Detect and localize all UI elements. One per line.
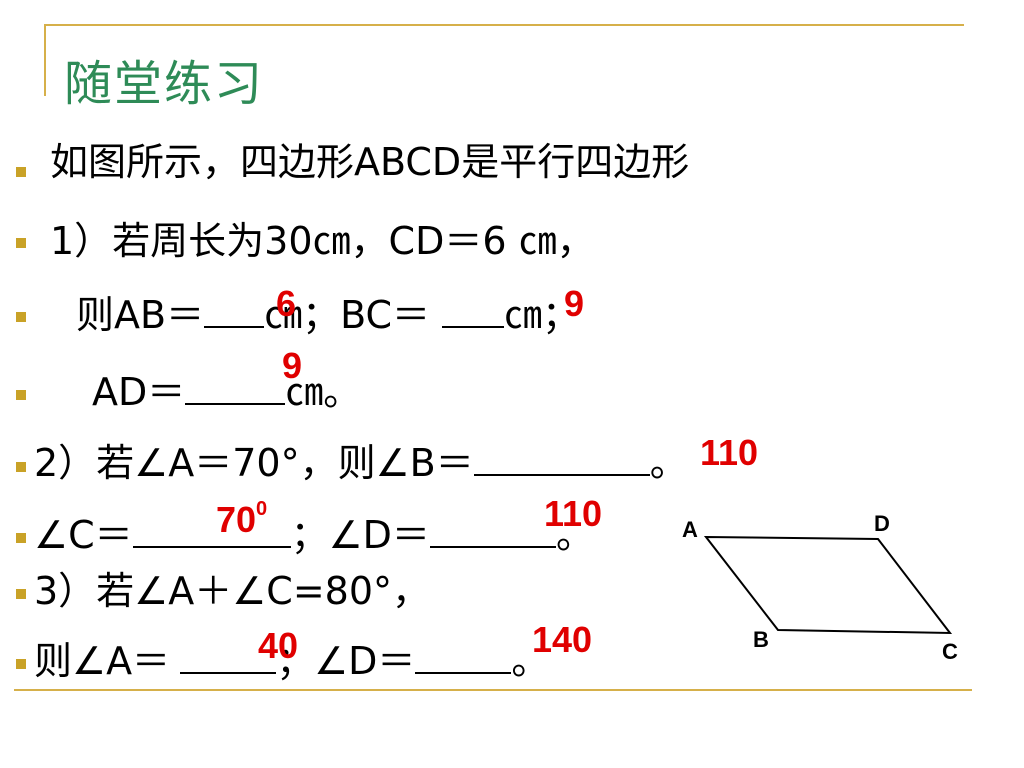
answer-ab: 6 xyxy=(276,283,297,324)
bullet-square-icon xyxy=(16,312,26,322)
line-6-part-a: ∠C＝ xyxy=(34,513,133,557)
line-8: 则∠A＝ ；∠D＝ 。 xyxy=(34,642,549,680)
bullet-square-icon xyxy=(16,533,26,543)
blank-angle-a xyxy=(180,642,277,674)
line-4-part-a: AD＝ xyxy=(92,370,186,414)
line-5-part-b: 。 xyxy=(649,441,688,485)
line-3-part-a: 则AB＝ xyxy=(76,293,205,337)
line-4: AD＝ ㎝。 xyxy=(92,373,361,411)
line-3-part-b: ㎝；BC＝ xyxy=(264,293,431,337)
parallelogram-diagram: A D B C xyxy=(682,511,958,664)
bullet-square-icon xyxy=(16,238,26,248)
answer-angle-d: 110 xyxy=(544,493,603,534)
blank-angle-d-2 xyxy=(415,642,512,674)
line-6: ∠C＝ ；∠D＝ 。 xyxy=(34,516,594,554)
slide-title: 随堂练习 xyxy=(64,56,265,112)
answer-angle-a: 40 xyxy=(258,625,299,666)
answer-angle-d-2: 140 xyxy=(532,619,593,660)
line-5-part-a: 2）若∠A＝70°，则∠B＝ xyxy=(34,441,474,485)
line-1: 如图所示，四边形ABCD是平行四边形 xyxy=(50,140,690,184)
blank-angle-c xyxy=(132,516,291,548)
vertex-label-c: C xyxy=(942,639,958,664)
blank-angle-b xyxy=(473,444,650,476)
line-3-part-c: ㎝； xyxy=(504,293,581,337)
answer-bc: 9 xyxy=(564,283,585,324)
blank-bc xyxy=(442,296,505,328)
answer-angle-c-value: 70 xyxy=(216,499,257,540)
blank-ad xyxy=(185,373,286,405)
frame-bottom-border xyxy=(14,689,972,691)
answer-angle-b: 110 xyxy=(700,432,759,473)
answer-ad: 9 xyxy=(282,345,303,386)
line-3: 则AB＝ ㎝；BC＝ ㎝； xyxy=(76,296,580,334)
line-4-part-b: ㎝。 xyxy=(285,370,362,414)
line-7: 3）若∠A＋∠C=80°， xyxy=(34,569,431,613)
frame-left-border xyxy=(44,24,46,96)
line-6-part-b: ；∠D＝ xyxy=(290,513,430,557)
blank-angle-d xyxy=(429,516,556,548)
bullet-square-icon xyxy=(16,390,26,400)
vertex-label-a: A xyxy=(682,517,698,542)
bullet-square-icon xyxy=(16,659,26,669)
line-8-part-b: ；∠D＝ xyxy=(276,639,416,683)
bullet-square-icon xyxy=(16,462,26,472)
vertex-label-b: B xyxy=(753,627,769,652)
answer-angle-c-degree: 0 xyxy=(256,498,268,520)
line-8-part-c: 。 xyxy=(511,639,550,683)
frame-top-border xyxy=(44,24,964,26)
parallelogram-shape xyxy=(703,535,953,635)
answer-angle-c: 700 xyxy=(216,499,267,540)
vertex-label-d: D xyxy=(874,511,890,536)
line-6-part-c: 。 xyxy=(555,513,594,557)
line-8-part-a: 则∠A＝ xyxy=(34,639,171,683)
blank-ab xyxy=(204,296,265,328)
bullet-square-icon xyxy=(16,589,26,599)
bullet-square-icon xyxy=(16,167,26,177)
line-5: 2）若∠A＝70°，则∠B＝ 。 xyxy=(34,444,688,482)
line-2: 1）若周长为30㎝，CD＝6 ㎝， xyxy=(50,219,595,263)
